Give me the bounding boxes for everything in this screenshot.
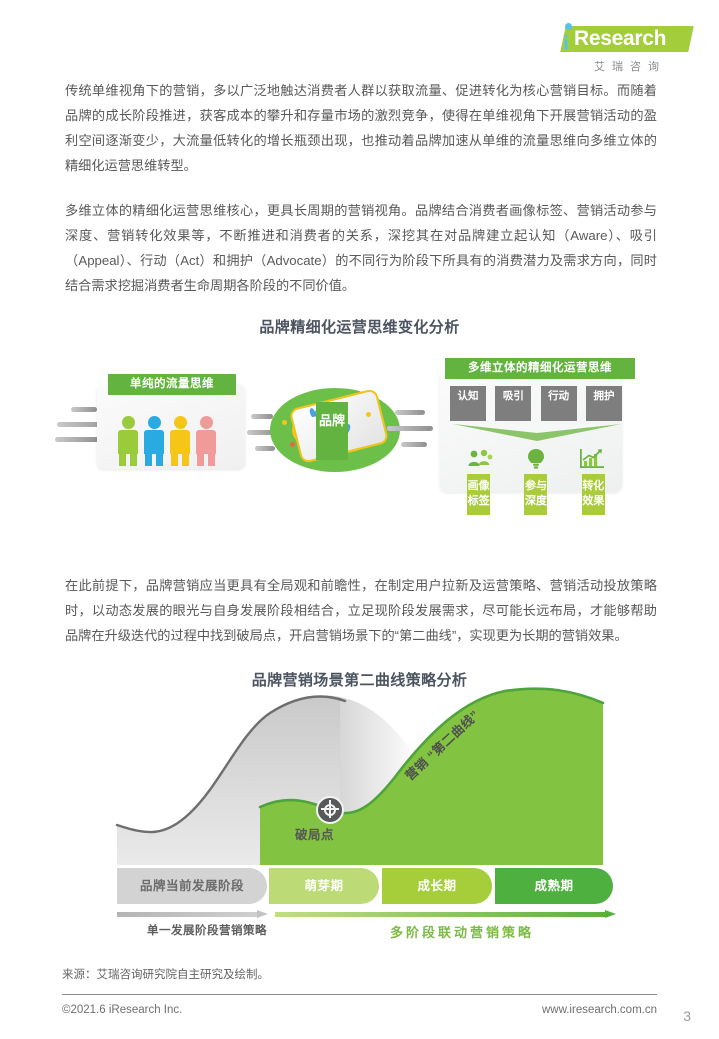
- arrow-green-bar: [275, 912, 605, 917]
- strategy-arrows: [117, 910, 622, 919]
- logo-dot-icon: [565, 23, 572, 30]
- website-url: www.iresearch.com.cn: [541, 1004, 657, 1016]
- paragraph-1: 传统单维视角下的营销，多以广泛地触达消费者人群以获取流量、促进转化为核心营销目标…: [65, 83, 657, 173]
- copyright-text: ©2021.6 iResearch Inc.: [62, 1004, 183, 1016]
- dimension-labels: 画像标签 参与深度 转化效果: [450, 474, 622, 515]
- accent-dot-2: [366, 412, 371, 417]
- stage-bar-mature: 成熟期: [495, 868, 613, 904]
- source-note: 来源：艾瑞咨询研究院自主研究及绘制。: [62, 969, 269, 981]
- stage-bar-growth: 成长期: [382, 868, 492, 904]
- figure1-title: 品牌精细化运营思维变化分析: [259, 319, 460, 336]
- logo-letter-i: i: [563, 30, 569, 54]
- strategy-label-single: 单一发展阶段营销策略: [147, 925, 267, 937]
- lightbulb-icon: [526, 448, 546, 475]
- accent-dot-1: [282, 420, 287, 425]
- breakpoint-label: 破局点: [295, 828, 335, 842]
- chevron-inner-cut: [453, 424, 621, 433]
- second-curve-area: [260, 688, 603, 865]
- iresearch-logo: i Research 艾瑞咨询: [541, 23, 694, 74]
- breakpoint-marker-icon: [316, 796, 344, 824]
- accent-dot-3: [290, 442, 295, 447]
- figure2-title: 品牌营销场景第二曲线策略分析: [251, 672, 468, 689]
- paragraph-2: 多维立体的精细化运营思维核心，更具长周期的营销视角。品牌结合消费者画像标签、营销…: [65, 203, 657, 293]
- figure1-diagram: 单纯的流量思维: [55, 352, 655, 552]
- stage-box-act: 行动: [540, 386, 577, 421]
- consumer-people-icon: [118, 414, 226, 466]
- users-icon: [467, 448, 493, 475]
- brand-label: 品牌: [316, 402, 348, 460]
- logo-chinese-name: 艾瑞咨询: [594, 61, 666, 73]
- dimension-label-conversion: 转化效果: [581, 474, 605, 515]
- arrow-gray-head-icon: [257, 910, 268, 918]
- footer-divider: [62, 994, 657, 995]
- dimension-label-depth: 参与深度: [524, 474, 548, 515]
- figure2-second-curve-chart: 破局点 营销 “第二曲线” 品牌当前发展阶段 萌芽期 成长期 成熟期 单一发展阶…: [55, 685, 665, 950]
- arrow-gray-bar: [117, 912, 257, 917]
- curve-chart-svg: [115, 687, 605, 865]
- dimension-icons: [450, 448, 622, 475]
- right-tag-label: 多维立体的精细化运营思维: [445, 358, 635, 379]
- behavior-stage-boxes: 认知 吸引 行动 拥护: [450, 386, 622, 421]
- brand-node: 品牌: [270, 384, 400, 476]
- stage-bar-sprout: 萌芽期: [269, 868, 379, 904]
- stage-bar-current: 品牌当前发展阶段: [117, 868, 267, 904]
- logo-mark: i Research: [541, 23, 694, 54]
- dimension-label-profile: 画像标签: [467, 474, 491, 515]
- stage-box-advocate: 拥护: [585, 386, 622, 421]
- arrow-green-head-icon: [605, 910, 616, 918]
- strategy-label-multi: 多阶段联动营销策略: [389, 925, 534, 940]
- page-number: 3: [683, 1008, 691, 1024]
- growth-chart-icon: [579, 448, 605, 475]
- first-curve-line: [115, 695, 347, 834]
- logo-wordmark: Research: [574, 27, 667, 50]
- stage-box-appeal: 吸引: [495, 386, 532, 421]
- stage-box-aware: 认知: [450, 386, 486, 421]
- strategy-labels: 单一发展阶段营销策略 多阶段联动营销策略: [117, 922, 622, 942]
- left-tag-label: 单纯的流量思维: [108, 374, 236, 395]
- paragraph-3: 在此前提下，品牌营销应当更具有全局观和前瞻性，在制定用户拉新及运营策略、营销活动…: [65, 578, 657, 643]
- stage-bars: 品牌当前发展阶段 萌芽期 成长期 成熟期: [117, 868, 622, 904]
